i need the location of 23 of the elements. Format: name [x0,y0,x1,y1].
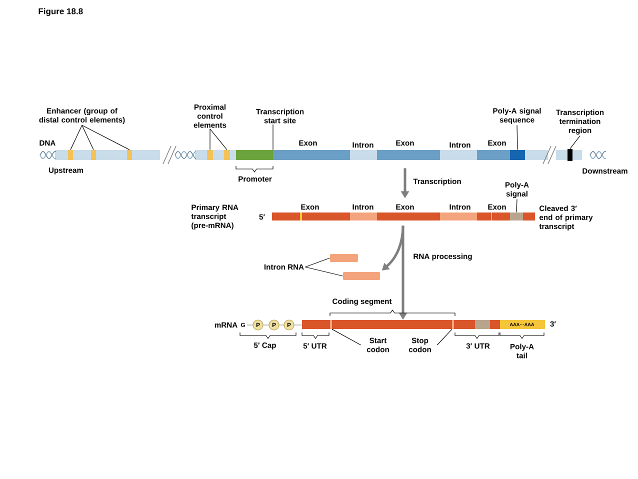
leader-line [332,328,362,346]
leader-line [516,198,518,213]
gene-element [224,150,230,160]
leader-line [516,124,518,150]
intron-fragment [343,272,380,280]
gene-element [91,150,96,160]
leader-line [82,124,130,150]
leader-line [570,135,580,150]
gene-element [510,212,523,220]
gene-element [568,149,572,161]
leader-line [82,124,94,150]
gene-element [127,150,132,160]
leader-line [70,124,82,150]
gene-element [68,150,73,160]
leader-line [272,124,274,150]
leader-line [304,266,344,276]
leader-line [210,128,228,150]
gene-element [510,150,525,160]
gene-element [207,150,213,160]
leader-line [304,258,330,268]
figure-title: Figure 18.8 [38,8,83,16]
leader-line [436,328,452,346]
intron-fragment [330,254,358,262]
